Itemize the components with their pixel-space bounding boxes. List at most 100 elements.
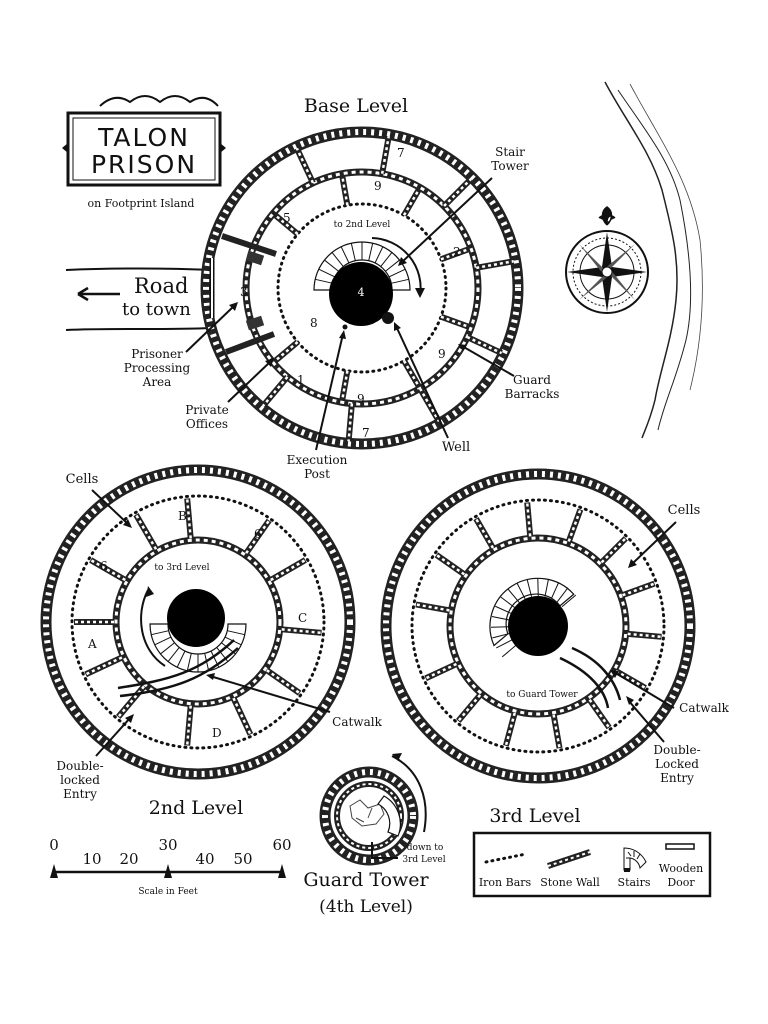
stone-wall-segment bbox=[599, 536, 628, 565]
guard-barracks-label-line1: Guard bbox=[513, 373, 551, 387]
stone-wall-segment bbox=[621, 580, 656, 599]
third-level-title: 3rd Level bbox=[489, 805, 580, 827]
stairs-icon bbox=[623, 847, 647, 872]
stair-tower-label-line1: Stair bbox=[495, 145, 525, 159]
stone-wall-segment bbox=[402, 188, 421, 216]
stone-wall-segment bbox=[89, 558, 126, 582]
stone-wall-icon bbox=[547, 849, 591, 869]
scale-tick-30: 30 bbox=[158, 836, 177, 854]
stone-wall-segment bbox=[347, 403, 354, 442]
stone-wall-segment bbox=[627, 630, 662, 640]
stone-wall-segment bbox=[232, 697, 252, 735]
stone-wall-segment bbox=[270, 558, 307, 582]
scale-caption: Scale in Feet bbox=[138, 887, 198, 897]
stair-tread bbox=[186, 653, 192, 671]
stair-tread bbox=[391, 278, 409, 284]
stone-wall-segment bbox=[185, 705, 192, 746]
level3-entry-label-line1: Double- bbox=[653, 743, 700, 757]
legend-iron-bars: Iron Bars bbox=[479, 876, 532, 889]
road-to-town: Road to town bbox=[65, 267, 211, 331]
stone-wall-segment bbox=[85, 656, 123, 676]
room-2: 2 bbox=[453, 245, 461, 259]
prisoner-area-label-line3: Area bbox=[142, 375, 172, 389]
level3-entry-label-line2: Locked bbox=[655, 757, 699, 771]
private-offices-label-line2: Offices bbox=[186, 417, 228, 431]
stair-tread bbox=[176, 650, 186, 668]
base-level-map: Base Level 4 to 2nd Level 7 9 5 2 3 bbox=[124, 95, 560, 481]
level3-cells-label: Cells bbox=[668, 503, 701, 518]
stair-tread bbox=[374, 246, 384, 264]
level3-entry-label-line3: Entry bbox=[660, 771, 694, 785]
cell-block-d: D bbox=[212, 726, 222, 740]
level2-entry-label-line1: Double- bbox=[56, 759, 103, 773]
scale-tick-40: 40 bbox=[195, 850, 214, 868]
legend-wooden-line1: Wooden bbox=[659, 862, 703, 875]
third-level-map: to Guard Tower Cells Catwalk Double- Loc… bbox=[380, 468, 730, 827]
stone-wall-segment bbox=[455, 693, 483, 723]
room-8: 8 bbox=[310, 316, 318, 330]
stone-wall-segment bbox=[418, 387, 441, 422]
room-3: 3 bbox=[240, 285, 248, 299]
to-2nd-level-label: to 2nd Level bbox=[334, 220, 391, 230]
room-9-bottom: 9 bbox=[357, 392, 365, 406]
scale-tick-50: 50 bbox=[233, 850, 252, 868]
level3-to-guard-label: to Guard Tower bbox=[506, 690, 578, 700]
stair-tread bbox=[388, 268, 406, 278]
level3-catwalk-label: Catwalk bbox=[679, 701, 729, 715]
room-7-bottom: 7 bbox=[362, 426, 370, 440]
stair-tread bbox=[526, 579, 533, 598]
stair-tread bbox=[315, 278, 333, 284]
stair-tread bbox=[492, 632, 511, 639]
stone-wall-segment bbox=[443, 178, 472, 207]
cell-block-b: B bbox=[178, 509, 187, 523]
stone-wall-segment bbox=[266, 669, 301, 695]
title-line2: PRISON bbox=[91, 150, 197, 179]
cell-6-left: 6 bbox=[100, 559, 108, 573]
stair-tread bbox=[167, 647, 180, 662]
stair-tower-label-line2: Tower bbox=[491, 159, 529, 173]
stone-wall-segment bbox=[134, 513, 158, 550]
cell-6-right: 6 bbox=[254, 527, 262, 541]
stair-tread bbox=[385, 259, 400, 272]
stair-tread bbox=[160, 642, 175, 655]
stone-wall-segment bbox=[185, 498, 192, 539]
stair-tread bbox=[495, 605, 512, 615]
guard-tower-map: down to 3rd Level Guard Tower (4th Level… bbox=[303, 753, 446, 917]
stair-tread bbox=[227, 630, 245, 636]
scale-tick-0: 0 bbox=[49, 836, 59, 854]
level2-to-3rd-label: to 3rd Level bbox=[154, 563, 209, 573]
stone-wall-segment bbox=[262, 376, 289, 407]
private-offices-label-line1: Private bbox=[185, 403, 229, 417]
guard-tower-down-label-line2: 3rd Level bbox=[402, 855, 445, 865]
execution-post-label-line2: Post bbox=[304, 467, 330, 481]
stone-wall-segment bbox=[476, 260, 514, 270]
stone-wall-segment bbox=[440, 247, 470, 261]
stone-wall-segment bbox=[587, 698, 612, 730]
stair-tread bbox=[561, 594, 577, 608]
stone-wall-segment bbox=[415, 601, 450, 614]
stone-wall-segment bbox=[245, 519, 271, 554]
title-subtitle: on Footprint Island bbox=[88, 197, 195, 210]
stair-tread bbox=[331, 252, 344, 267]
room-7-top: 7 bbox=[397, 146, 405, 160]
iron-bars-icon bbox=[484, 852, 528, 864]
guard-barracks-label-line2: Barracks bbox=[505, 387, 560, 401]
prisoner-area-label-line2: Processing bbox=[124, 361, 191, 375]
second-level-title: 2nd Level bbox=[149, 797, 243, 819]
base-stair-tower: 4 to 2nd Level bbox=[313, 220, 425, 326]
well-label: Well bbox=[442, 440, 470, 455]
level2-entry-label-line2: locked bbox=[60, 773, 100, 787]
stair-tread bbox=[380, 252, 393, 267]
stair-tread bbox=[324, 259, 339, 272]
well-icon bbox=[382, 312, 394, 324]
stair-tread bbox=[340, 246, 350, 264]
level2-entry-label-line3: Entry bbox=[63, 787, 97, 801]
cell-block-a: A bbox=[87, 637, 97, 651]
stone-wall-segment bbox=[524, 502, 534, 537]
stone-wall-segment bbox=[340, 175, 349, 206]
guard-tower-subtitle: (4th Level) bbox=[319, 897, 413, 917]
base-room-walls bbox=[260, 135, 515, 442]
stair-tread bbox=[491, 615, 510, 621]
road-label-line2: to town bbox=[122, 299, 191, 320]
